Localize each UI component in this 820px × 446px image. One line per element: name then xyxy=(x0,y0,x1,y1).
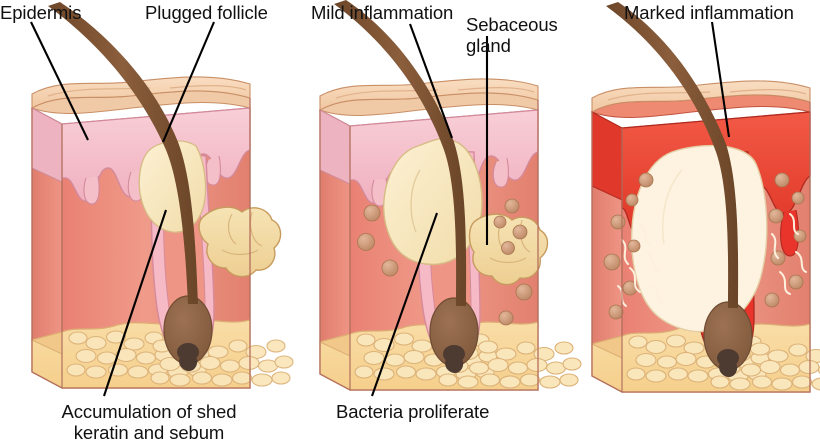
leader-mild-inflammation xyxy=(409,23,453,139)
label-epidermis: Epidermis xyxy=(0,2,82,23)
panel-1-illustration xyxy=(30,2,294,389)
label-accumulation-line2: keratin and sebum xyxy=(73,422,225,443)
sebaceous-gland-panel1 xyxy=(198,206,282,278)
label-accumulation-line1: Accumulation of shed xyxy=(61,401,237,422)
leader-lines xyxy=(30,21,731,397)
bacteria-panel2 xyxy=(357,198,533,326)
panel-3-illustration xyxy=(590,2,820,393)
label-sebaceous-gland-line2: gland xyxy=(466,35,511,56)
leader-plugged-follicle xyxy=(162,21,215,143)
leader-bacteria xyxy=(371,212,438,397)
leader-epidermis xyxy=(30,21,89,141)
inflammation-markers-right xyxy=(764,172,807,308)
panel-2-illustration xyxy=(318,0,582,391)
label-marked-inflammation: Marked inflammation xyxy=(624,2,794,23)
label-sebaceous-gland-line1: Sebaceous xyxy=(466,14,558,35)
inflammation-markers-left xyxy=(603,172,665,320)
leader-marked-inflammation xyxy=(710,21,731,138)
label-bacteria-proliferate: Bacteria proliferate xyxy=(336,401,490,422)
label-mild-inflammation: Mild inflammation xyxy=(311,2,454,23)
leader-accumulation xyxy=(103,209,167,397)
label-plugged-follicle: Plugged follicle xyxy=(145,2,268,23)
